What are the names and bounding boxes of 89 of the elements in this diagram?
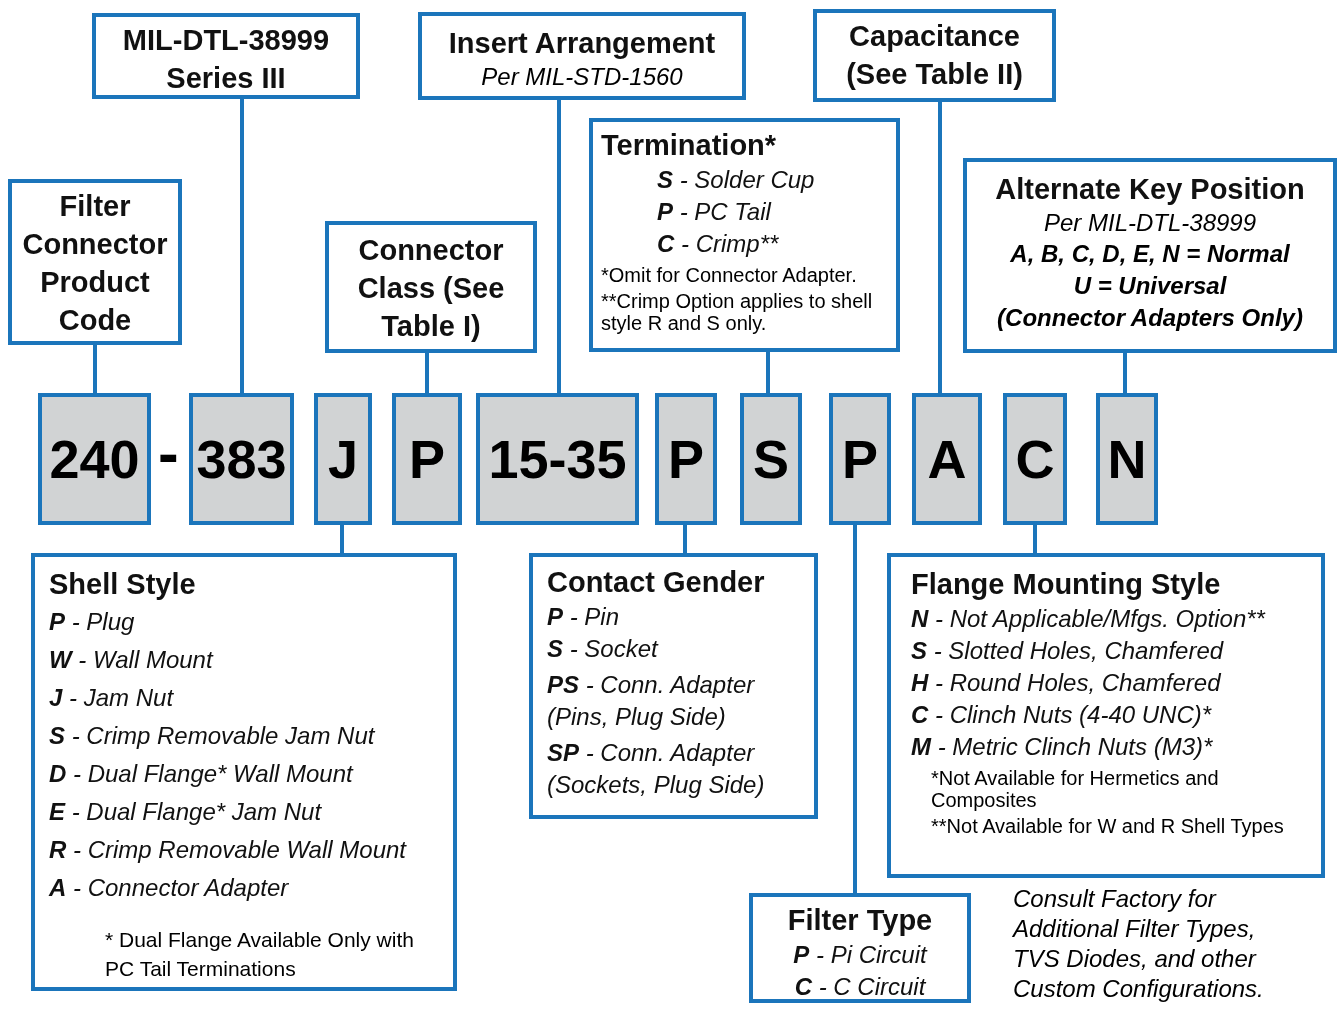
connector-line (1033, 525, 1037, 553)
option-text: P - Pin (547, 602, 620, 632)
description-box (963, 158, 1337, 353)
option-text: S - Solder Cup (657, 165, 815, 195)
option-text: A - Connector Adapter (49, 873, 289, 903)
footnote-text: *Omit for Connector Adapter. (601, 264, 857, 286)
code-text: C (1015, 428, 1055, 490)
code-text: 383 (196, 428, 287, 490)
option-text: M - Metric Clinch Nuts (M3)* (911, 732, 1213, 762)
code-box (912, 393, 982, 525)
description-box (529, 553, 818, 819)
code-text: A (927, 428, 967, 490)
code-text: N (1107, 428, 1147, 490)
connector-line (425, 353, 429, 393)
footnote-text: *Not Available for Hermetics and Composites (931, 767, 1220, 811)
description-box (8, 179, 182, 345)
heading-text: Insert Arrangement (448, 26, 716, 61)
connector-line (938, 102, 942, 393)
heading-text: Connector Class (See Table I) (356, 233, 506, 344)
description-box (418, 12, 746, 100)
option-text: S - Socket (547, 634, 658, 664)
code-text: P (409, 428, 445, 490)
description-box (749, 893, 971, 1003)
key-text: (Connector Adapters Only) (997, 303, 1303, 333)
key-text: U = Universal (1073, 271, 1227, 301)
code-box (189, 393, 294, 525)
code-text: S (753, 428, 789, 490)
code-text: P (668, 428, 704, 490)
description-box (887, 553, 1325, 878)
subheading-text: Per MIL-STD-1560 (481, 62, 683, 92)
heading-text: MIL-DTL-38999 Series III (121, 23, 331, 96)
footnote-text: * Dual Flange Available Only with PC Tail Terminations (105, 927, 415, 982)
connector-line (1123, 353, 1127, 393)
description-box (31, 553, 457, 991)
code-box (1003, 393, 1067, 525)
subheading-text: Per MIL-DTL-38999 (1043, 208, 1257, 238)
option-text: P - Pi Circuit (793, 940, 927, 970)
option-text: PS - Conn. Adapter (Pins, Plug Side) (547, 670, 756, 732)
note-text: Consult Factory for Additional Filter Types, TVS Diodes, and other Custom Configurations. (1013, 884, 1265, 1004)
code-box (1096, 393, 1158, 525)
option-text: R - Crimp Removable Wall Mount (49, 835, 406, 865)
option-text: E - Dual Flange* Jam Nut (49, 797, 322, 827)
heading-text: Shell Style (49, 567, 196, 602)
heading-text: Termination* (601, 128, 777, 163)
code-text: 15-35 (488, 428, 627, 490)
heading-text: Filter Connector Product Code (21, 189, 169, 338)
connector-line (766, 352, 770, 393)
footnote-text: **Crimp Option applies to shell style R and S only. (601, 290, 874, 334)
code-box (314, 393, 372, 525)
heading-text: Contact Gender (547, 565, 765, 600)
heading-text: Alternate Key Position (995, 172, 1305, 207)
option-text: SP - Conn. Adapter (Sockets, Plug Side) (547, 738, 766, 800)
footnote-text: **Not Available for W and R Shell Types (931, 815, 1284, 837)
option-text: C - Clinch Nuts (4-40 UNC)* (911, 700, 1212, 730)
heading-text: Capacitance (See Table II) (845, 19, 1024, 92)
option-text: H - Round Holes, Chamfered (911, 668, 1221, 698)
option-text: C - C Circuit (794, 972, 926, 1002)
description-box (325, 221, 537, 353)
code-box (655, 393, 717, 525)
code-box (392, 393, 462, 525)
code-box (476, 393, 639, 525)
description-box (813, 9, 1056, 102)
separator-dash: - (158, 418, 180, 488)
description-box (589, 118, 900, 352)
code-box (740, 393, 802, 525)
option-text: S - Crimp Removable Jam Nut (49, 721, 375, 751)
heading-text: Flange Mounting Style (911, 567, 1221, 602)
option-text: S - Slotted Holes, Chamfered (911, 636, 1224, 666)
option-text: W - Wall Mount (49, 645, 213, 675)
connector-line (93, 345, 97, 393)
heading-text: Filter Type (787, 903, 933, 938)
code-text: J (327, 428, 358, 490)
code-box (829, 393, 891, 525)
option-text: J - Jam Nut (49, 683, 174, 713)
option-text: P - Plug (49, 607, 135, 637)
option-text: N - Not Applicable/Mfgs. Option** (911, 604, 1265, 634)
option-text: P - PC Tail (657, 197, 771, 227)
connector-line (853, 525, 857, 893)
connector-line (683, 525, 687, 553)
connector-line (340, 525, 344, 553)
connector-line (240, 99, 244, 393)
connector-line (557, 100, 561, 393)
code-text: 240 (49, 428, 140, 490)
description-box (92, 13, 360, 99)
option-text: C - Crimp** (657, 229, 779, 259)
option-text: D - Dual Flange* Wall Mount (49, 759, 353, 789)
key-text: A, B, C, D, E, N = Normal (1010, 239, 1290, 269)
code-box (38, 393, 151, 525)
code-text: P (842, 428, 878, 490)
